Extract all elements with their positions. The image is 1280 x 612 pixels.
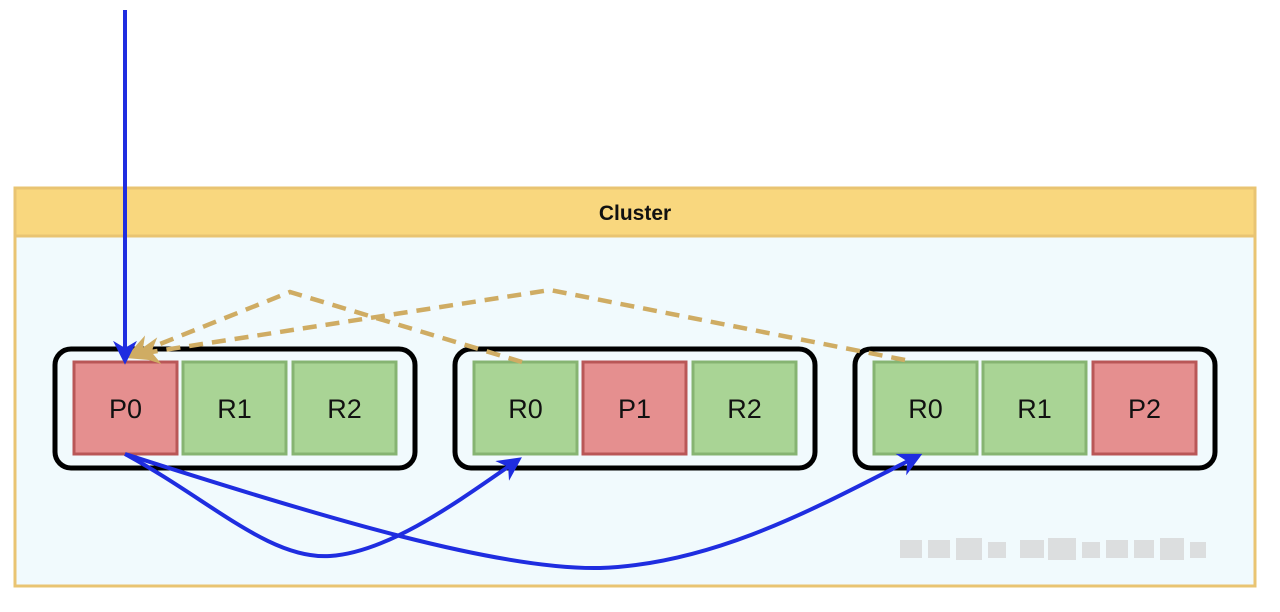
node-3-frame	[852, 346, 1218, 471]
node-2-cell-2	[581, 360, 688, 456]
node-1-cell-1-label: P0	[109, 394, 142, 424]
replicate-arrow-p0-to-node2	[124, 452, 522, 559]
node-2-cell-3	[691, 360, 798, 456]
node-2-cell-3-label: R2	[727, 394, 762, 424]
node-3-cell-1-label: R0	[908, 394, 943, 424]
node-3: R0 R1 P2	[852, 346, 1218, 471]
node-3-cell-2-label: R1	[1017, 394, 1052, 424]
node-1: P0 R1 R2	[52, 346, 418, 471]
node-2: R0 P1 R2	[452, 346, 818, 471]
replicate-arrow-p0-to-node3	[124, 452, 923, 571]
node-3-cell-3	[1091, 360, 1198, 456]
node-3-cell-2	[981, 360, 1088, 456]
node-2-frame	[452, 346, 818, 471]
node-2-cell-1-label: R0	[508, 394, 543, 424]
node-2-cell-1	[472, 360, 579, 456]
node-1-cell-1	[72, 360, 179, 456]
cluster-header	[13, 186, 1257, 238]
node-1-cell-3-label: R2	[327, 394, 362, 424]
cluster-title: Cluster	[599, 202, 671, 225]
ack-arrow-node3-to-p0	[132, 287, 906, 365]
ack-arrow-node2-to-p0	[124, 289, 523, 365]
node-1-cell-3	[291, 360, 398, 456]
node-3-cell-1	[872, 360, 979, 456]
node-1-cell-2	[181, 360, 288, 456]
node-3-cell-3-label: P2	[1128, 394, 1161, 424]
node-1-cell-2-label: R1	[217, 394, 252, 424]
node-2-cell-2-label: P1	[618, 394, 651, 424]
node-1-frame	[52, 346, 418, 471]
watermark	[900, 538, 1206, 560]
